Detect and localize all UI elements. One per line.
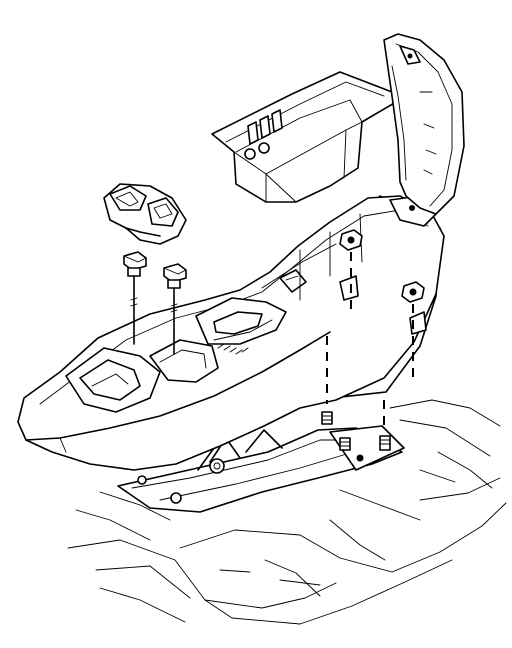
nut-icon [401, 281, 425, 303]
shift-indicator-slots [217, 343, 249, 355]
cup-holder-insert [103, 183, 187, 245]
bracket-pivot-icon [209, 458, 225, 474]
alignment-lines [326, 252, 414, 432]
coin-slots [244, 109, 283, 160]
storage-bin-insert [211, 71, 397, 203]
console-mounting-bracket [117, 411, 405, 513]
front-bolts [123, 251, 187, 355]
console-body [17, 195, 445, 471]
stud-icon [339, 437, 351, 451]
bolt-icon [163, 263, 187, 301]
rear-studs [321, 411, 391, 451]
stud-icon [379, 435, 391, 451]
bolt-icon [123, 251, 147, 293]
shifter-opening [149, 339, 219, 383]
armrest-lid [383, 33, 465, 215]
nut-icon [339, 229, 363, 251]
stud-icon [321, 411, 333, 425]
floor-carpet [67, 399, 507, 625]
rear-nuts [339, 229, 425, 303]
